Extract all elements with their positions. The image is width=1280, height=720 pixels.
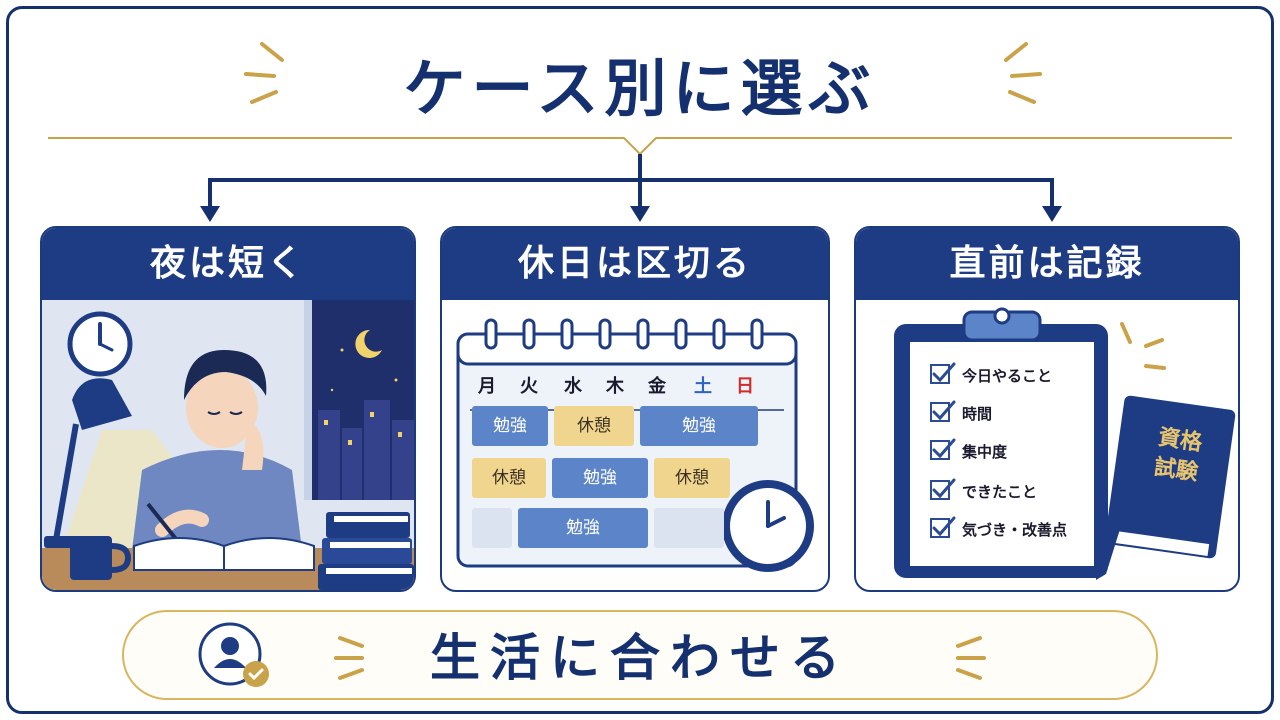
card-night: 夜は短く: [40, 226, 416, 592]
clock-icon: [67, 311, 133, 377]
card-night-heading: 夜は短く: [42, 228, 414, 300]
pen-icon: [1096, 474, 1136, 580]
calendar-day-wed: 水: [564, 376, 582, 397]
checklist-item-label: 集中度: [962, 443, 1008, 461]
calendar-cell-study: 勉強: [552, 458, 648, 498]
exam-book-title: 資格 試験: [1142, 422, 1214, 490]
right-burst-lines: [1004, 42, 1042, 104]
calendar-cell-rest: 休憩: [654, 458, 730, 498]
alarm-clock-icon: [722, 480, 814, 572]
checkbox-icon: [930, 402, 950, 422]
left-burst-lines: [244, 42, 284, 104]
title-decoration: [48, 42, 1232, 222]
calendar-cell-empty: [654, 508, 724, 548]
user-check-icon: [198, 622, 269, 687]
calendar-day-thu: 木: [606, 376, 624, 397]
studying-person: [132, 350, 302, 550]
footer-text: 生活に合わせる: [430, 629, 850, 687]
calendar-day-tue: 火: [520, 376, 538, 397]
footer-bar: [122, 610, 1158, 700]
title-divider: [48, 137, 1232, 156]
coffee-mug-icon: [70, 536, 132, 580]
book-icon: [133, 537, 315, 571]
page-title: ケース別に選ぶ: [403, 52, 877, 125]
card-night-illustration: [42, 300, 414, 590]
footer-right-lines: [956, 636, 986, 680]
checklist-item-label: 気づき・改善点: [962, 521, 1068, 539]
checkbox-icon: [930, 480, 950, 500]
checkbox-icon: [930, 518, 950, 538]
moon-icon: [355, 329, 382, 358]
checkbox-icon: [930, 364, 950, 384]
calendar-cell-study: 勉強: [640, 406, 758, 446]
card-holiday-heading: 休日は区切る: [442, 228, 828, 300]
calendar-cell-study: 勉強: [472, 406, 548, 446]
branch-connectors: [208, 154, 1054, 210]
checkmarks: [932, 362, 956, 537]
calendar-day-sun: 日: [736, 376, 754, 397]
calendar-cell-study: 勉強: [518, 508, 648, 548]
calendar-cell-empty: [472, 508, 512, 548]
branch-arrowheads: [200, 206, 1062, 222]
book-stack: [318, 512, 414, 590]
calendar-day-fri: 金: [648, 376, 666, 397]
calendar-cell-rest: 休憩: [472, 458, 546, 498]
checklist-item-label: 時間: [962, 405, 993, 423]
checklist-item-label: 今日やること: [962, 367, 1053, 385]
card-record-heading: 直前は記録: [856, 228, 1238, 300]
checklist-item-label: できたこと: [962, 483, 1038, 501]
book-burst-lines: [1120, 322, 1166, 370]
footer-left-lines: [334, 636, 364, 680]
calendar-cell-rest: 休憩: [554, 406, 634, 446]
exam-book-icon: [1105, 395, 1236, 559]
calendar-day-mon: 月: [478, 376, 496, 397]
calendar-day-sat: 土: [694, 376, 712, 397]
checkbox-icon: [930, 440, 950, 460]
footer-decoration: [198, 622, 986, 687]
